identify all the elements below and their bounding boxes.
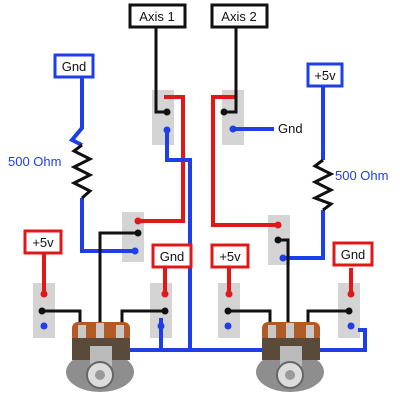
plus5v-mid-right-box: [210, 243, 250, 269]
axis1-label-box: [128, 3, 187, 29]
gnd-axis2-label: Gnd: [278, 121, 303, 136]
resistor-left-label: 500 Ohm: [8, 154, 61, 169]
red-wires: [42, 95, 353, 293]
blue-wire-resistor-left-bottom: [80, 198, 135, 253]
axis2-label-box: [210, 3, 269, 29]
black-wire-axis1-label: [154, 27, 167, 114]
gnd-mid-right-box: [332, 241, 374, 267]
potentiometer-left: [66, 322, 134, 392]
blue-wire-resistor-right-bottom: [283, 210, 325, 260]
black-wire-left-resistor-pot: [98, 231, 138, 328]
gnd-top-left-label: Gnd: [62, 59, 87, 74]
resistor-left: [70, 143, 94, 200]
plus5v-top-right-box: [306, 62, 344, 88]
potentiometer-right: [256, 322, 324, 392]
resistor-right-label: 500 Ohm: [335, 168, 388, 183]
plus5v-top-right-label: +5v: [314, 68, 336, 83]
connector-axis2: [222, 90, 244, 145]
blue-wire-gnd-top-left: [68, 78, 84, 147]
pin-dots: [38, 108, 355, 330]
gnd-mid-left-box: [151, 243, 193, 269]
black-wire-axis2-label: [224, 27, 238, 114]
blue-wire-bottom-bus: [112, 328, 367, 352]
plus5v-mid-right-label: +5v: [219, 249, 241, 264]
red-wire-axis2: [211, 95, 278, 227]
blue-wires: [42, 78, 367, 352]
axis2-label: Axis 2: [221, 9, 256, 24]
resistor-right: [311, 158, 335, 212]
gnd-mid-left-label: Gnd: [160, 249, 185, 264]
gnd-top-left-box: [53, 53, 95, 79]
black-wires: [42, 27, 349, 328]
plus5v-mid-left-box: [23, 229, 63, 255]
axis1-label: Axis 1: [139, 9, 174, 24]
plus5v-mid-left-label: +5v: [32, 235, 54, 250]
gnd-mid-right-label: Gnd: [341, 247, 366, 262]
